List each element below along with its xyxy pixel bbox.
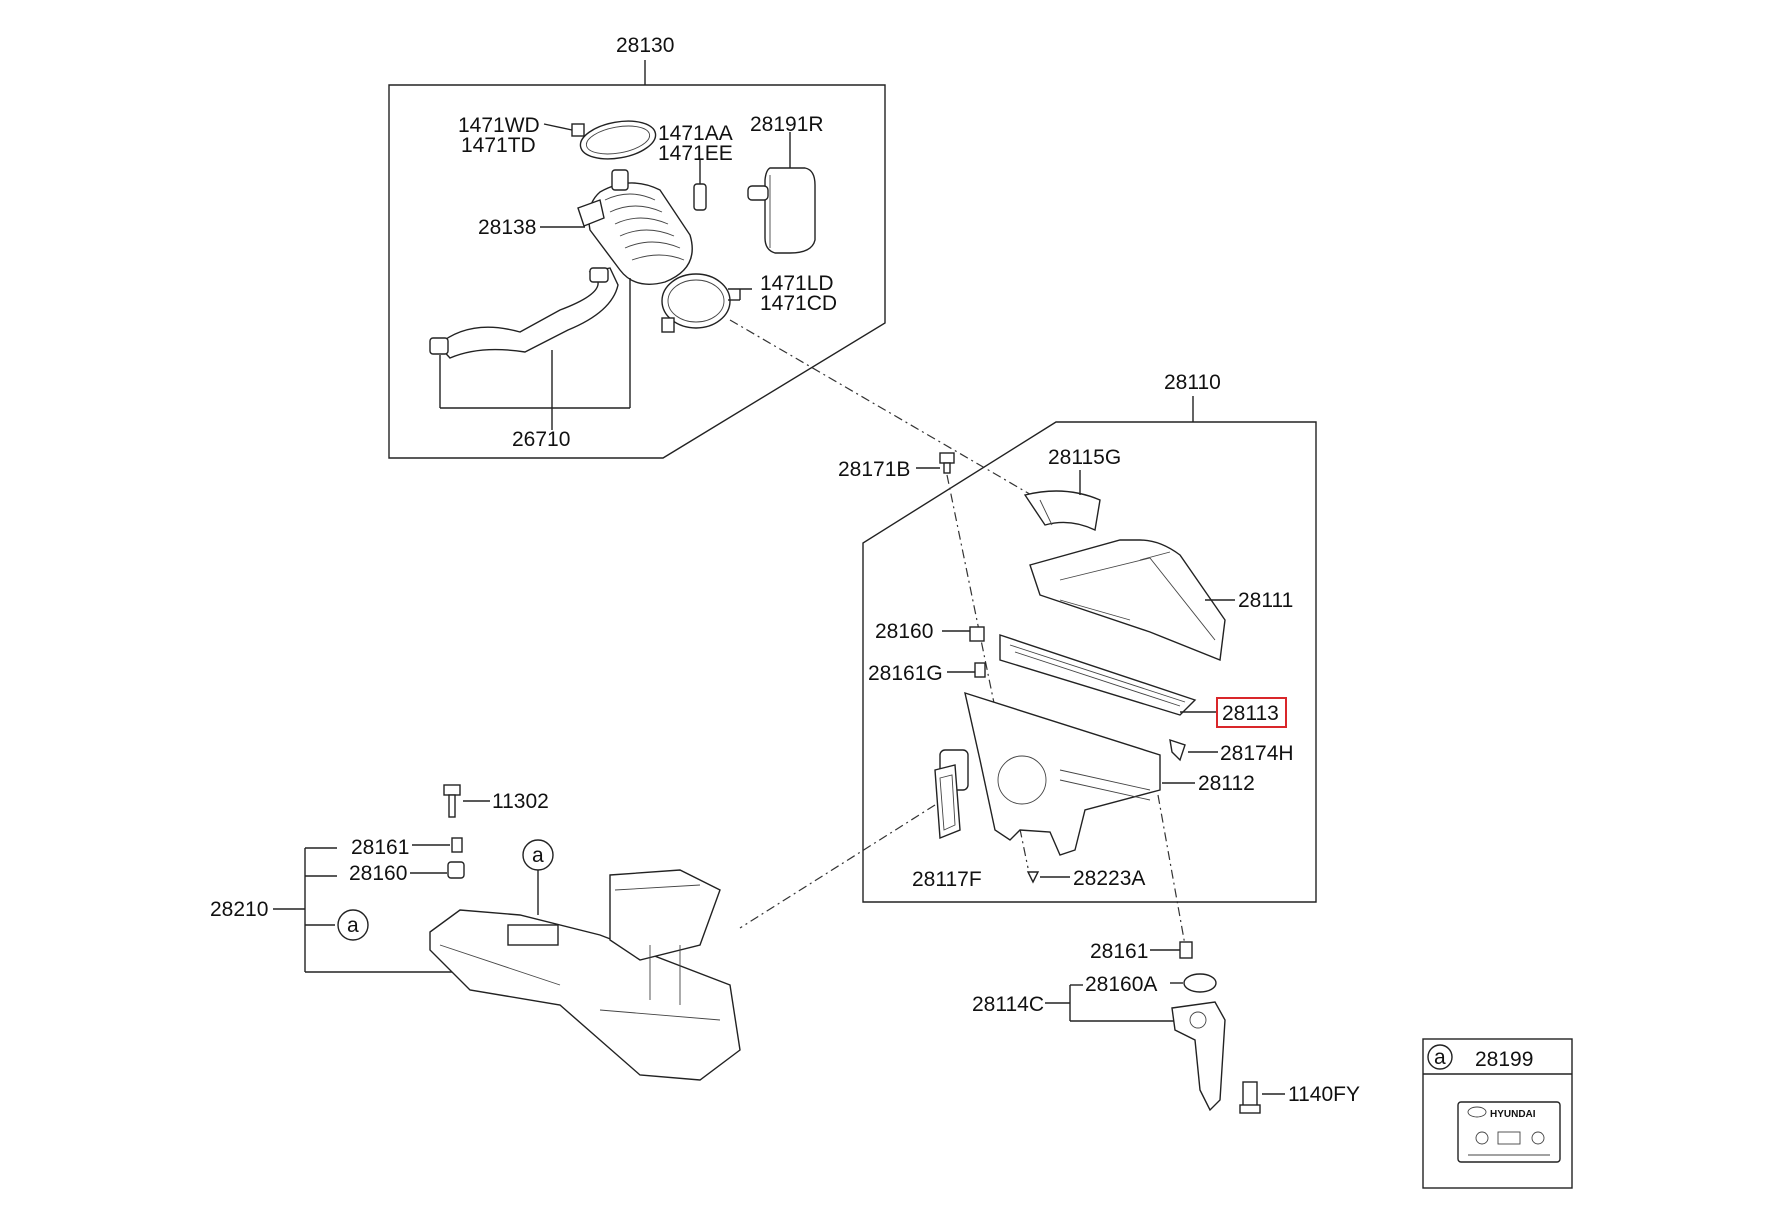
- bolt-1140FY-icon: [1239, 1081, 1261, 1114]
- hose-clamp-lower-icon: [661, 273, 731, 333]
- legend-part-28199[interactable]: 28199: [1475, 1048, 1533, 1071]
- label-1471CD[interactable]: 1471CD: [760, 292, 837, 315]
- label-1471AA[interactable]: 1471AA: [658, 122, 733, 145]
- clip-icon: [1169, 738, 1186, 762]
- label-28160A[interactable]: 28160A: [1085, 973, 1157, 996]
- grommet-icon: [969, 626, 985, 642]
- intake-duct-icon: [429, 869, 741, 1081]
- ref-circle-a-left: [337, 909, 369, 941]
- label-28111[interactable]: 28111: [1238, 589, 1293, 612]
- leader-dashed-bracket: [1157, 794, 1186, 946]
- label-28161-bottom[interactable]: 28161: [1090, 940, 1148, 963]
- grommet-bottom-icon: [1183, 973, 1217, 993]
- collar-icon: [974, 662, 986, 678]
- bolt-icon: [939, 452, 955, 474]
- label-28160-left[interactable]: 28160: [349, 862, 407, 885]
- ref-a-left[interactable]: a: [347, 914, 359, 937]
- legend-frame: [1422, 1038, 1573, 1189]
- legend-ref-a[interactable]: a: [1434, 1046, 1446, 1069]
- label-28174H[interactable]: 28174H: [1220, 742, 1294, 765]
- grommet-left-icon: [447, 861, 465, 879]
- label-28138[interactable]: 28138: [478, 216, 536, 239]
- group-28210: 11302 28161 28160 28210 a a: [210, 784, 741, 1081]
- label-1140FY[interactable]: 1140FY: [1288, 1083, 1360, 1106]
- hose-clip-icon: [693, 160, 707, 211]
- label-28210[interactable]: 28210: [210, 898, 268, 921]
- label-28113[interactable]: 28113: [1222, 702, 1279, 725]
- label-1471EE[interactable]: 1471EE: [658, 142, 733, 165]
- air-cleaner-cover-icon: [1029, 539, 1226, 661]
- bolt-11302-icon: [443, 784, 461, 818]
- hose-clamp-upper-icon: [571, 120, 657, 160]
- group-28110: 28110 28171B 28115G 28111 28160: [838, 371, 1317, 903]
- group-28130-frame: [388, 84, 886, 459]
- duct-seal-icon: [1023, 490, 1101, 532]
- air-cleaner-body-icon: [939, 691, 1161, 856]
- air-filter-element-icon: [999, 634, 1197, 716]
- clamp-bolt-icon: [1026, 871, 1040, 884]
- label-28112[interactable]: 28112: [1198, 772, 1255, 795]
- label-28117F[interactable]: 28117F: [912, 868, 982, 891]
- collar-bottom-icon: [1179, 941, 1193, 959]
- leader-dashed-duct: [739, 804, 936, 929]
- label-28114C[interactable]: 28114C: [972, 993, 1044, 1016]
- label-28130[interactable]: 28130: [616, 34, 674, 57]
- label-28161-left[interactable]: 28161: [351, 836, 409, 859]
- label-1471WD[interactable]: 1471WD: [458, 114, 540, 137]
- label-26710[interactable]: 26710: [512, 428, 570, 451]
- label-28115G[interactable]: 28115G: [1048, 446, 1121, 469]
- ref-a-top[interactable]: a: [532, 844, 544, 867]
- resonator-icon: [747, 132, 816, 254]
- hyundai-label-icon: HYUNDAI: [1457, 1101, 1561, 1163]
- label-28160-top[interactable]: 28160: [875, 620, 933, 643]
- group-28110-frame: [862, 421, 1317, 903]
- label-28110[interactable]: 28110: [1164, 371, 1221, 394]
- highlight-box-28113: [1216, 697, 1287, 728]
- mounting-bracket-icon: [1171, 1001, 1226, 1112]
- label-28191R[interactable]: 28191R: [750, 113, 824, 136]
- label-28161G[interactable]: 28161G: [868, 662, 943, 685]
- intake-hose-icon: [577, 169, 693, 285]
- legend-brand: HYUNDAI: [1490, 1109, 1536, 1120]
- group-28130: 28130 1471WD 1471TD 1471AA 1471EE 28191R: [388, 34, 886, 459]
- legend-box: a 28199 HYUNDAI: [1422, 1038, 1573, 1189]
- label-1471TD[interactable]: 1471TD: [461, 134, 536, 157]
- group-28114C: 28161 28160A 28114C 1140FY: [972, 940, 1360, 1114]
- label-28171B[interactable]: 28171B: [838, 458, 910, 481]
- label-11302[interactable]: 11302: [492, 790, 549, 813]
- leader-dashed-clamp: [729, 319, 1041, 501]
- label-1471LD[interactable]: 1471LD: [760, 272, 834, 295]
- breather-hose-icon: [429, 267, 619, 359]
- collar-left-icon: [451, 837, 463, 853]
- label-28223A[interactable]: 28223A: [1073, 867, 1145, 890]
- seal-strip-icon: [934, 764, 961, 840]
